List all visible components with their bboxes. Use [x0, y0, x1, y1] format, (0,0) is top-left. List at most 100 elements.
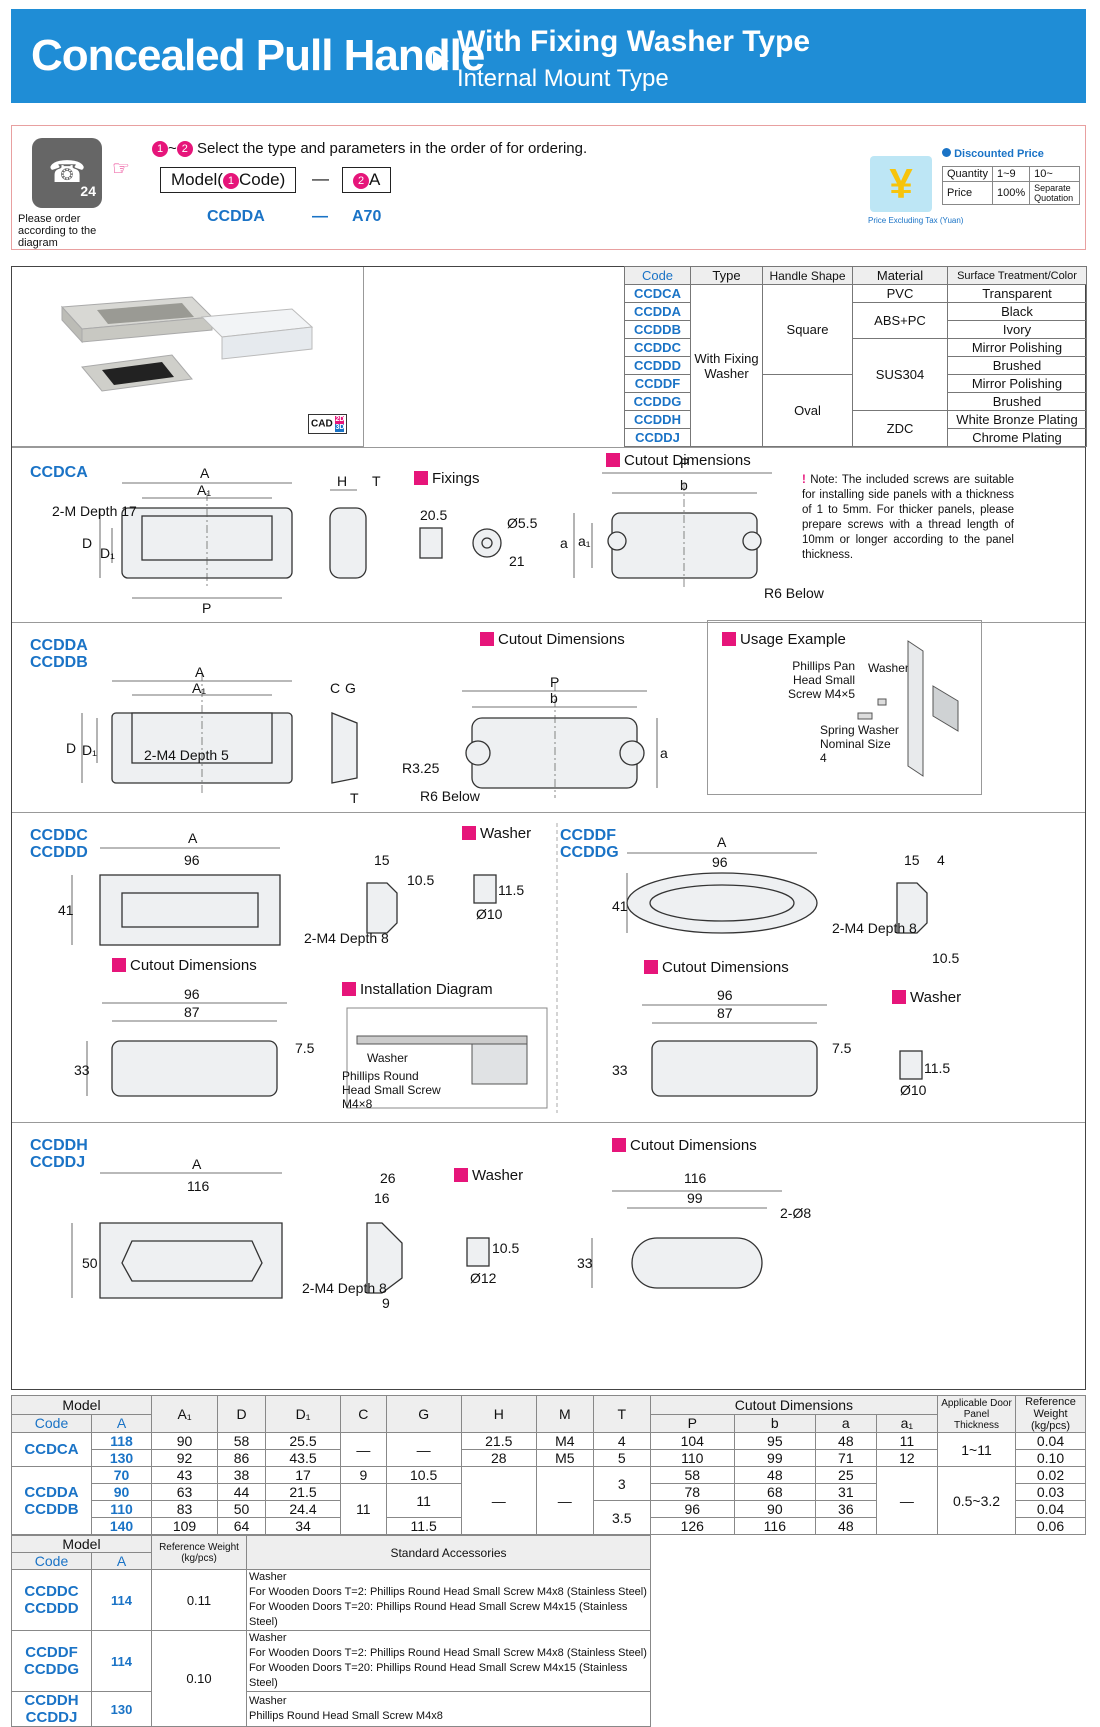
dimension-table: Model A₁ D D₁ C G H M T Cutout Dimension…	[11, 1395, 1086, 1535]
drawing-shape	[932, 685, 959, 732]
table-cell: 25	[814, 1466, 877, 1484]
table-cell: 0.11	[151, 1569, 247, 1631]
table-cell: 0.06	[1015, 1517, 1086, 1535]
dim-33: 33	[74, 1062, 90, 1078]
table-cell: With Fixing Washer	[690, 284, 763, 447]
table-cell: Oval	[762, 374, 853, 447]
drawing-shape	[97, 303, 194, 324]
table-cell: SUS304	[852, 338, 948, 411]
drawing-shape	[896, 882, 928, 934]
table-cell: 0.10	[151, 1630, 247, 1727]
drawing-shape	[471, 1043, 528, 1085]
price-title: Discounted Price	[942, 148, 1044, 160]
drawing-shape	[331, 712, 358, 784]
fixings-label: Fixings	[414, 470, 480, 487]
table-cell: Mirror Polishing	[947, 374, 1087, 393]
table-cell: 48	[814, 1432, 877, 1450]
table-cell: 116	[733, 1517, 816, 1535]
table-cell: Square	[762, 284, 853, 375]
dim-21: 21	[509, 553, 525, 569]
drawing-shape	[102, 362, 174, 385]
dim-A: A	[188, 830, 198, 846]
table-cell: 3.5	[592, 1500, 651, 1535]
dim-T: T	[350, 790, 359, 806]
table-cell: Mirror Polishing	[947, 338, 1087, 357]
table-cell: 11	[875, 1432, 939, 1450]
dim-D: D	[66, 740, 76, 756]
dim-116: 116	[187, 1178, 210, 1194]
table-cell: 10~	[1029, 166, 1080, 182]
example-code: CCDDA	[207, 208, 265, 225]
cutout-label: Cutout Dimensions	[112, 957, 257, 974]
table-header-cell: a₁	[875, 1413, 939, 1433]
table-header-cell: G	[385, 1395, 462, 1433]
drawing-shape	[877, 698, 887, 706]
dim-r6: R6 Below	[420, 788, 481, 804]
dim-G: G	[345, 680, 356, 696]
table-cell: 12	[875, 1449, 939, 1467]
ccdca-drawing: A A₁ P D D₁ 2-M Depth 17 H T 20.5 Ø5.5 2…	[52, 455, 825, 616]
cutout-label: Cutout Dimensions	[612, 1137, 757, 1154]
washer-text: Washer	[367, 1051, 408, 1065]
round-head-label: Phillips Round Head Small Screw M4×8	[342, 1069, 441, 1111]
washer-label: Washer	[462, 825, 531, 842]
table-cell: 70	[91, 1466, 152, 1484]
table-cell: 92	[150, 1449, 219, 1467]
drawing-shape	[121, 892, 259, 928]
dim-A1: A₁	[197, 482, 211, 498]
table-header-cell: Applicable Door Panel Thickness	[937, 1395, 1016, 1433]
drawing-shape	[471, 717, 638, 789]
table-cell: 109	[150, 1517, 219, 1535]
table-cell: 24.4	[264, 1500, 342, 1518]
dim-115: 11.5	[498, 882, 524, 898]
table-cell: 25.5	[264, 1432, 342, 1450]
table-cell: 63	[150, 1483, 219, 1501]
table-cell: CCDDG	[624, 392, 691, 411]
drawing-shape	[81, 316, 213, 343]
table-header-cell: A₁	[150, 1395, 219, 1433]
dim-T: T	[372, 473, 381, 489]
table-cell: 126	[649, 1517, 735, 1535]
dim-A: A	[192, 1156, 202, 1172]
table-cell: Black	[947, 302, 1087, 321]
dim-D1: D₁	[100, 545, 115, 561]
table-header-cell: Code	[11, 1413, 92, 1433]
table-cell: 114	[91, 1630, 152, 1692]
dim-d10: Ø10	[476, 906, 503, 922]
drawing-shape	[907, 640, 924, 777]
dim-A: A	[195, 664, 205, 680]
table-header-cell: D	[217, 1395, 266, 1433]
dim-87: 87	[184, 1004, 200, 1020]
drawing-shape	[121, 1240, 263, 1282]
dim-a1: a₁	[578, 533, 591, 549]
table-cell: —	[340, 1432, 387, 1467]
installation-label: Installation Diagram	[342, 981, 493, 998]
dim-r325: R3.25	[402, 760, 440, 776]
cutout-label: Cutout Dimensions	[480, 631, 625, 648]
table-cell: 38	[217, 1466, 266, 1484]
dim-105: 10.5	[492, 1240, 519, 1256]
dim-P: P	[680, 455, 689, 471]
arrow-right-icon	[433, 51, 449, 71]
usage-image	[857, 640, 959, 777]
dim-D1: D₁	[82, 742, 97, 758]
dim-m4-5: 2-M4 Depth 5	[144, 747, 229, 763]
table-cell: 86	[217, 1449, 266, 1467]
washer-label: Washer	[892, 989, 961, 1006]
dim-9: 9	[382, 1295, 390, 1311]
dash: —	[312, 169, 329, 188]
table-cell: Transparent	[947, 284, 1087, 303]
table-header-cell: D₁	[264, 1395, 342, 1433]
dim-H: H	[337, 473, 347, 489]
dim-33: 33	[612, 1062, 628, 1078]
drawing-shape	[651, 1040, 818, 1097]
table-header-cell: Surface Treatment/Color	[947, 266, 1087, 285]
